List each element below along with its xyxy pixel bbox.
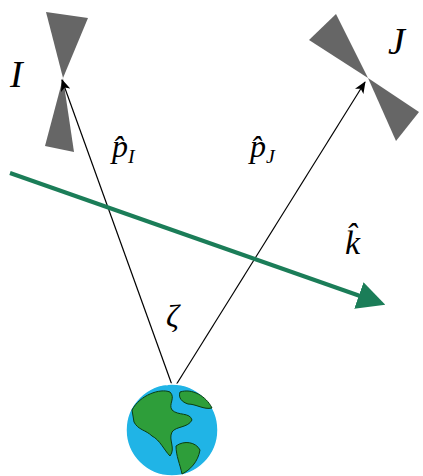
vector-label: p̂I <box>112 130 135 167</box>
vector-arrow <box>176 82 365 385</box>
vector-arrow <box>62 80 172 385</box>
earth-globe <box>126 382 218 476</box>
angle-label: ζ <box>166 300 179 332</box>
antenna-label: J <box>388 22 405 60</box>
vector-label: p̂J <box>250 130 275 167</box>
vector-label: k̂ <box>345 226 360 260</box>
wave-vector-arrow <box>10 173 380 303</box>
antenna-symbol <box>309 14 419 141</box>
antenna-symbol <box>45 12 88 152</box>
antenna-label: I <box>10 55 23 93</box>
